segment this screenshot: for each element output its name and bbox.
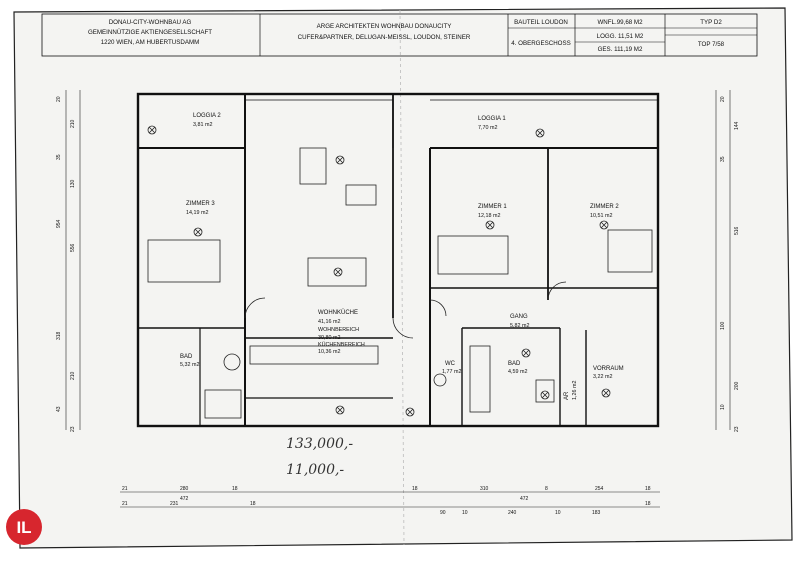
geschoss-label: 4. OBERGESCHOSS xyxy=(511,40,571,47)
walls xyxy=(136,92,660,428)
room-name-zimmer-2: ZIMMER 2 xyxy=(590,204,619,210)
dim-b2-6: 10 xyxy=(555,510,561,516)
top-label: TOP 7/58 xyxy=(698,41,725,48)
dim-r-0: 20 xyxy=(720,96,726,102)
dim-r-6: 10 xyxy=(720,404,726,410)
dimension-labels-right: 20 144 35 516 100 200 10 23 xyxy=(720,96,740,432)
room-area-loggia-2: 3,81 m2 xyxy=(193,122,212,128)
title-block: DONAU-CITY-WOHNBAU AG GEMEINNÜTZIGE AKTI… xyxy=(41,13,758,57)
architect-line-2: CUFER&PARTNER, DELUGAN-MEISSL, LOUDON, S… xyxy=(298,34,471,41)
furniture xyxy=(147,147,653,419)
room-area-zimmer-2: 10,51 m2 xyxy=(590,213,612,219)
ges-label: GES. 111,19 M2 xyxy=(598,46,643,53)
room-name-vorraum: VORRAUM xyxy=(593,366,624,372)
dim-b2-2: 18 xyxy=(250,501,256,507)
dim-r-2: 35 xyxy=(720,156,726,162)
room-area-gang: 5,82 m2 xyxy=(510,323,529,329)
ceiling-lights xyxy=(147,125,611,417)
dim-l-5: 556 xyxy=(70,243,76,252)
wnfl-label: WNFL.99,68 M2 xyxy=(597,19,643,26)
room-area-wohnbereich: 30,80 m2 xyxy=(318,335,340,341)
bauteil-label: BAUTEIL LOUDON xyxy=(514,19,568,26)
dim-b2-5: 240 xyxy=(508,510,517,516)
room-name-bad: BAD xyxy=(508,361,521,367)
room-name-ar: AR xyxy=(564,391,570,400)
dim-l-2: 35 xyxy=(56,154,62,160)
dim-b1-6: 254 xyxy=(595,486,604,492)
client-line-3: 1220 WIEN, AM HUBERTUSDAMM xyxy=(101,39,200,46)
dim-l-7: 210 xyxy=(70,371,76,380)
brand-logo: IL xyxy=(6,509,42,545)
room-area-loggia-1: 7,70 m2 xyxy=(478,125,497,131)
dim-b1-3: 18 xyxy=(412,486,418,492)
room-name-loggia-1: LOGGIA 1 xyxy=(478,116,506,122)
dim-r-3: 516 xyxy=(734,226,740,235)
room-name-loggia-2: LOGGIA 2 xyxy=(193,113,221,119)
room-area-wohnkueche: 41,16 m2 xyxy=(318,319,340,325)
client-line-2: GEMEINNÜTZIGE AKTIENGESELLSCHAFT xyxy=(88,29,212,36)
dim-b1-2: 18 xyxy=(232,486,238,492)
room-name-kuechenbereich: KÜCHENBEREICH xyxy=(318,341,365,348)
dim-r-1: 144 xyxy=(734,121,740,130)
dim-b1-1: 280 xyxy=(180,486,189,492)
dim-b2-8: 18 xyxy=(645,501,651,507)
dimension-labels-bottom: 21 280 18 18 310 8 254 18 472 472 21 231… xyxy=(122,486,651,516)
dim-l-8: 43 xyxy=(56,406,62,412)
room-name-wc: WC xyxy=(445,361,456,367)
room-name-bad-2: BAD xyxy=(180,354,193,360)
dim-b2-0: 21 xyxy=(122,501,128,507)
logo-circle xyxy=(6,509,42,545)
handwritten-price-1: 133,000,- xyxy=(286,436,353,452)
dim-l-1: 210 xyxy=(70,119,76,128)
room-name-wohnkueche: WOHNKÜCHE xyxy=(318,309,358,316)
dim-r-5: 200 xyxy=(734,381,740,390)
client-line-1: DONAU-CITY-WOHNBAU AG xyxy=(109,19,192,26)
dim-total-left: 472 xyxy=(180,496,189,502)
dim-l-4: 954 xyxy=(56,219,62,228)
dim-l-0: 20 xyxy=(56,96,62,102)
room-area-bad-2: 5,32 m2 xyxy=(180,362,199,368)
room-area-kuechenbereich: 10,36 m2 xyxy=(318,349,340,355)
room-area-zimmer-3: 14,19 m2 xyxy=(186,210,208,216)
dim-b2-7: 183 xyxy=(592,510,601,516)
room-name-zimmer-1: ZIMMER 1 xyxy=(478,204,507,210)
dim-b2-4: 10 xyxy=(462,510,468,516)
dim-b1-0: 21 xyxy=(122,486,128,492)
dim-l-3: 130 xyxy=(70,179,76,188)
room-labels: LOGGIA 2 3,81 m2 LOGGIA 1 7,70 m2 ZIMMER… xyxy=(180,113,624,400)
dimension-labels-left: 20 210 35 130 954 556 318 210 43 23 xyxy=(56,96,76,432)
architect-line-1: ARGE ARCHITEKTEN WOHNBAU DONAUCITY xyxy=(317,23,452,30)
dim-b2-1: 231 xyxy=(170,501,179,507)
dim-b1-4: 310 xyxy=(480,486,489,492)
dim-l-9: 23 xyxy=(70,426,76,432)
room-name-wohnbereich: WOHNBEREICH xyxy=(318,327,359,333)
dim-b1-7: 18 xyxy=(645,486,651,492)
room-area-zimmer-1: 12,18 m2 xyxy=(478,213,500,219)
dim-total-right: 472 xyxy=(520,496,529,502)
room-area-vorraum: 3,22 m2 xyxy=(593,374,612,380)
dim-b1-5: 8 xyxy=(545,486,548,492)
room-area-ar: 1,26 m2 xyxy=(572,381,578,400)
dim-l-6: 318 xyxy=(56,331,62,340)
dim-r-7: 23 xyxy=(734,426,740,432)
logo-text: IL xyxy=(16,518,31,537)
handwritten-price-2: 11,000,- xyxy=(286,462,344,478)
room-area-bad: 4,59 m2 xyxy=(508,369,527,375)
dimension-lines xyxy=(65,90,731,508)
room-name-zimmer-3: ZIMMER 3 xyxy=(186,201,215,207)
dim-b2-3: 90 xyxy=(440,510,446,516)
logg-label: LOGG. 11,51 M2 xyxy=(597,33,644,40)
room-area-wc: 1,77 m2 xyxy=(442,369,461,375)
dim-r-4: 100 xyxy=(720,321,726,330)
typ-label: TYP D2 xyxy=(700,19,722,26)
room-name-gang: GANG xyxy=(510,314,528,320)
